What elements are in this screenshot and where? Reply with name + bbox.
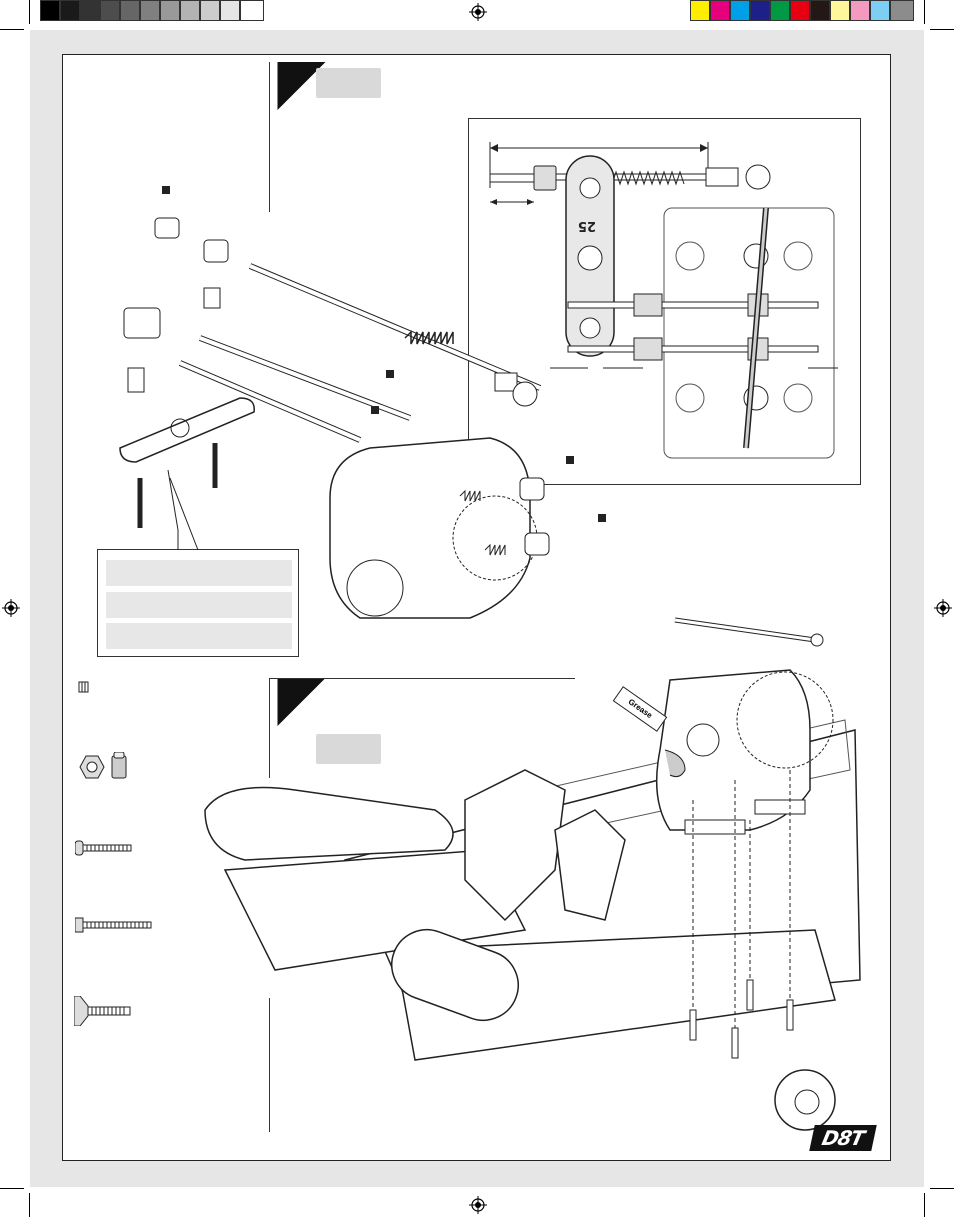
gray-swatch — [160, 0, 180, 21]
color-swatch — [830, 0, 850, 21]
registration-mark-icon — [469, 3, 487, 21]
part-callout-box — [97, 549, 299, 657]
gray-swatch — [180, 0, 200, 21]
exploded-view-drawing — [119, 186, 606, 619]
crop-mark-tr-h — [930, 29, 954, 30]
brand-logo: D8T — [809, 1125, 877, 1151]
nut-icon — [79, 752, 127, 779]
gray-swatch — [140, 0, 160, 21]
crop-mark-br-v — [924, 1193, 925, 1217]
crop-mark-bl-h — [0, 1188, 24, 1189]
color-swatch — [770, 0, 790, 21]
flat-head-screw-icon — [74, 996, 131, 1026]
part-label-row — [106, 592, 292, 618]
color-swatch — [890, 0, 914, 21]
crop-mark-tl-v — [29, 0, 30, 24]
gray-swatch — [220, 0, 240, 21]
step-divider — [269, 62, 270, 212]
registration-mark-icon — [469, 1196, 487, 1214]
color-swatch — [810, 0, 830, 21]
part-label-row — [106, 560, 292, 586]
registration-mark-icon — [934, 599, 952, 617]
callout-leader — [167, 470, 199, 551]
gray-swatch — [200, 0, 220, 21]
gray-swatch — [100, 0, 120, 21]
color-swatch — [730, 0, 750, 21]
gray-swatch — [40, 0, 60, 21]
step-marker — [277, 678, 326, 726]
crop-mark-bl-v — [29, 1193, 30, 1217]
step-divider — [269, 678, 575, 679]
step-part-label — [316, 68, 381, 98]
gray-swatch — [240, 0, 264, 21]
gray-swatch — [80, 0, 100, 21]
registration-mark-icon — [2, 599, 20, 617]
color-swatch — [690, 0, 710, 21]
color-swatch — [790, 0, 810, 21]
step-divider — [269, 678, 270, 778]
step-divider — [269, 998, 270, 1132]
chassis-assembly-drawing — [204, 617, 861, 1131]
color-swatch — [850, 0, 870, 21]
set-screw-icon — [78, 681, 89, 693]
color-swatch — [750, 0, 770, 21]
gray-swatch — [60, 0, 80, 21]
color-swatch — [870, 0, 890, 21]
cap-screw-icon — [75, 917, 152, 933]
adjustment-diagram: 25 — [489, 142, 838, 459]
button-head-screw-icon — [75, 840, 132, 856]
crop-mark-tl-h — [0, 29, 24, 30]
part-label-row — [106, 623, 292, 649]
step-marker — [277, 62, 326, 110]
gray-swatch — [120, 0, 140, 21]
crop-mark-tr-v — [924, 0, 925, 24]
step-part-label — [316, 734, 381, 764]
adjust-number-text: 25 — [578, 218, 596, 233]
crop-mark-br-h — [930, 1188, 954, 1189]
color-swatch — [710, 0, 730, 21]
